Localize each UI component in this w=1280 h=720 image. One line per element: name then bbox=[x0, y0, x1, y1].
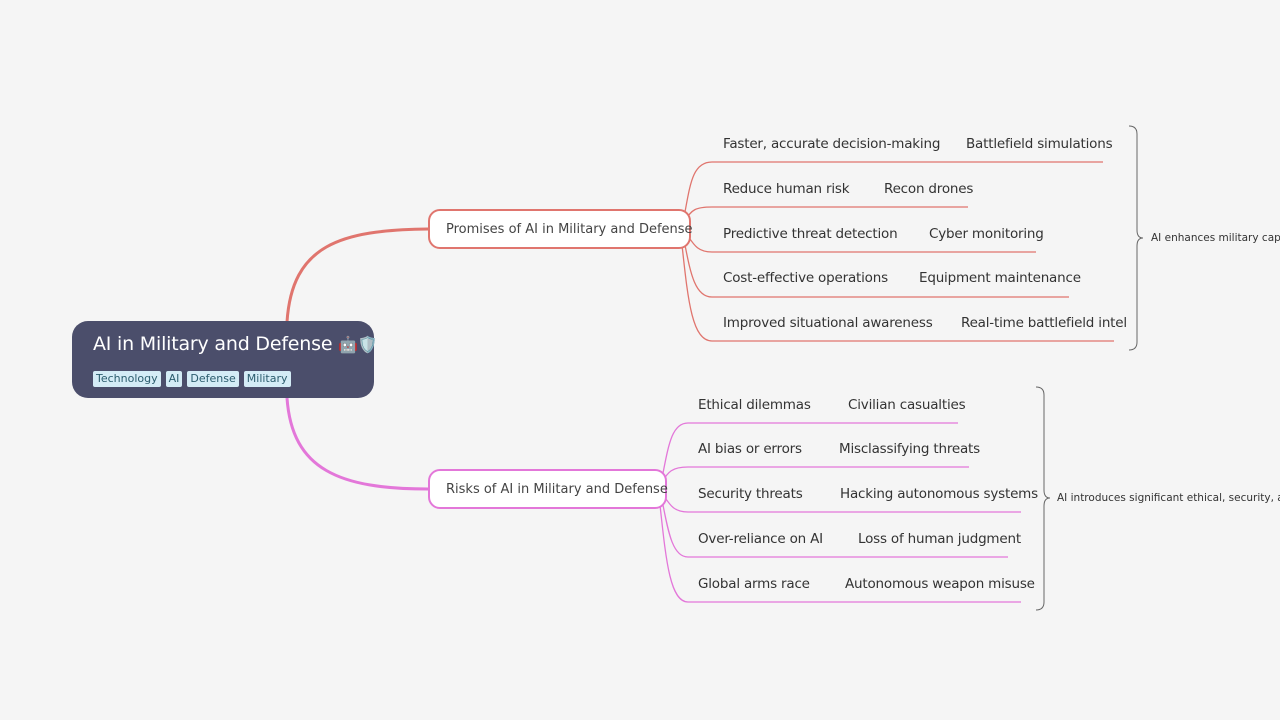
tag[interactable]: Defense bbox=[187, 371, 239, 387]
link-risks-3 bbox=[663, 495, 689, 513]
risks-item-detail[interactable]: Misclassifying threats bbox=[839, 441, 980, 457]
summary-risks[interactable]: AI introduces significant ethical, secur… bbox=[1057, 492, 1280, 504]
tag[interactable]: Technology bbox=[93, 371, 161, 387]
branch-promises[interactable]: Promises of AI in Military and Defense bbox=[428, 209, 693, 249]
link-root-promises bbox=[285, 227, 429, 323]
link-promises-5 bbox=[681, 244, 713, 342]
root-topic[interactable]: AI in Military and Defense 🤖🛡️ Technolog… bbox=[72, 321, 378, 398]
link-promises-4 bbox=[683, 239, 713, 298]
summary-brace-risks bbox=[1035, 386, 1051, 611]
risks-item-detail[interactable]: Hacking autonomous systems bbox=[840, 486, 1038, 502]
promises-item-detail[interactable]: Cyber monitoring bbox=[929, 226, 1044, 242]
summary-brace-promises bbox=[1128, 125, 1144, 351]
risks-item-detail[interactable]: Civilian casualties bbox=[848, 397, 966, 413]
tag-list: Technology AI Defense Military bbox=[93, 371, 291, 387]
promises-item-detail[interactable]: Recon drones bbox=[884, 181, 974, 197]
promises-item-label[interactable]: Faster, accurate decision-making bbox=[723, 136, 941, 152]
branch-risks[interactable]: Risks of AI in Military and Defense bbox=[428, 469, 668, 509]
shield-icon: 🛡️ bbox=[357, 335, 378, 354]
promises-item-detail[interactable]: Real-time battlefield intel bbox=[961, 315, 1127, 331]
link-root-risks bbox=[285, 397, 429, 491]
promises-item-label[interactable]: Predictive threat detection bbox=[723, 226, 898, 242]
risks-item-label[interactable]: Ethical dilemmas bbox=[698, 397, 811, 413]
risks-item-label[interactable]: AI bias or errors bbox=[698, 441, 802, 457]
risks-item-detail[interactable]: Loss of human judgment bbox=[858, 531, 1021, 547]
promises-item-label[interactable]: Improved situational awareness bbox=[723, 315, 933, 331]
root-title-row: AI in Military and Defense 🤖🛡️ bbox=[93, 333, 378, 355]
risks-item-label[interactable]: Over-reliance on AI bbox=[698, 531, 823, 547]
risks-item-detail[interactable]: Autonomous weapon misuse bbox=[845, 576, 1035, 592]
promises-item-detail[interactable]: Battlefield simulations bbox=[966, 136, 1113, 152]
robot-icon: 🤖 bbox=[338, 335, 358, 354]
promises-item-label[interactable]: Reduce human risk bbox=[723, 181, 850, 197]
link-promises-3 bbox=[687, 235, 713, 253]
link-risks-5 bbox=[659, 504, 689, 603]
risks-item-label[interactable]: Security threats bbox=[698, 486, 803, 502]
risks-item-label[interactable]: Global arms race bbox=[698, 576, 810, 592]
summary-promises[interactable]: AI enhances military capa bbox=[1151, 232, 1280, 244]
promises-item-label[interactable]: Cost-effective operations bbox=[723, 270, 888, 286]
tag[interactable]: AI bbox=[165, 371, 183, 387]
promises-item-detail[interactable]: Equipment maintenance bbox=[919, 270, 1081, 286]
tag[interactable]: Military bbox=[243, 371, 291, 387]
root-title: AI in Military and Defense bbox=[93, 333, 333, 355]
link-risks-4 bbox=[661, 499, 689, 558]
